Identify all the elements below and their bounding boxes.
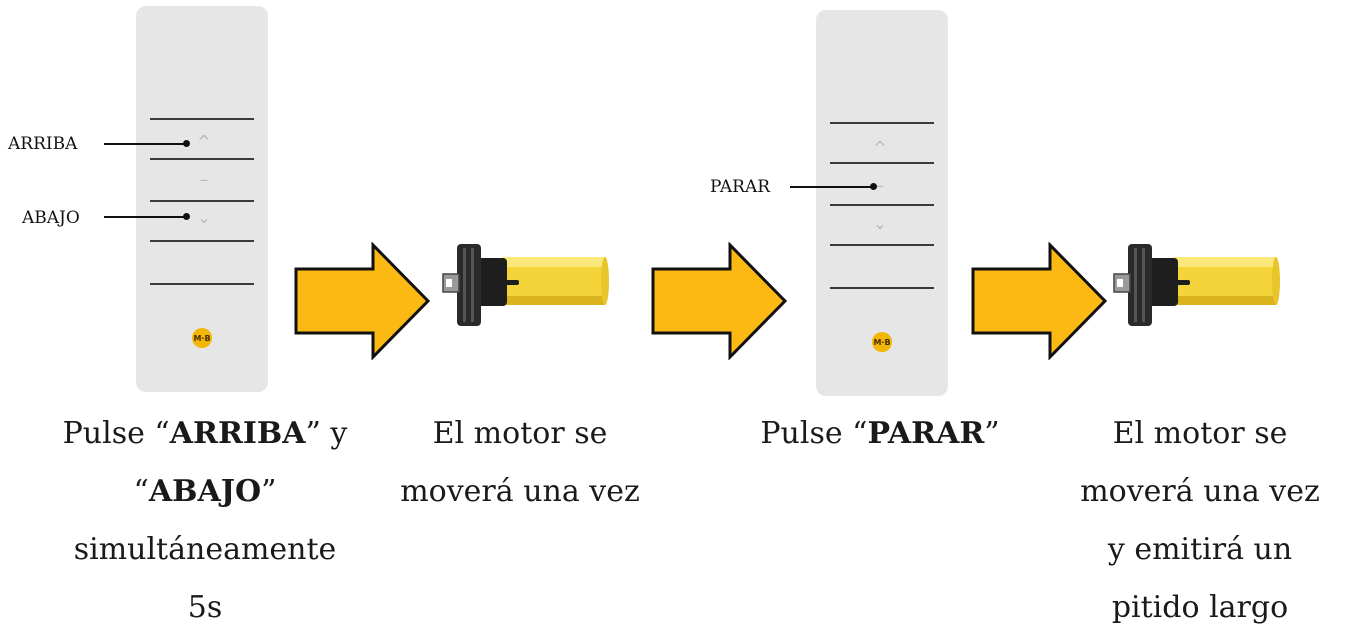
callout-abajo-leader xyxy=(104,216,188,218)
tubular-motor-icon xyxy=(1113,244,1280,326)
divider xyxy=(830,204,934,206)
step-3-caption: Pulse “PARAR” xyxy=(730,405,1030,463)
arrow-right-icon xyxy=(294,242,431,360)
callout-parar-leader xyxy=(790,186,874,188)
callout-abajo-dot xyxy=(183,213,190,220)
step-1-line-1: Pulse “ARRIBA” y xyxy=(62,416,348,451)
step-1-caption: Pulse “ARRIBA” y “ABAJO” simultáneamente… xyxy=(50,405,360,637)
divider xyxy=(150,240,254,242)
step-4-line-4: pitido largo xyxy=(1111,590,1289,625)
step-2-line-1: El motor se xyxy=(432,416,608,451)
step-2-line-2: moverá una vez xyxy=(400,474,640,509)
divider xyxy=(830,244,934,246)
callout-arriba-dot xyxy=(183,140,190,147)
callout-arriba-leader xyxy=(104,143,188,145)
divider xyxy=(150,158,254,160)
arrow-right-icon xyxy=(651,242,788,360)
step-2-caption: El motor se moverá una vez xyxy=(370,405,670,521)
arrow-right-icon xyxy=(971,242,1108,360)
step-1-line-4: 5s xyxy=(187,590,223,625)
divider xyxy=(150,283,254,285)
callout-parar-dot xyxy=(870,183,877,190)
step-4-line-1: El motor se xyxy=(1112,416,1288,451)
divider xyxy=(830,122,934,124)
up-button[interactable]: ^ xyxy=(873,138,887,157)
tubular-motor-icon xyxy=(442,244,609,326)
step-3-line-1: Pulse “PARAR” xyxy=(760,416,1000,451)
up-button[interactable]: ^ xyxy=(197,132,211,151)
step-4-line-3: y emitirá un xyxy=(1107,532,1293,567)
brand-logo: M·B xyxy=(192,328,212,348)
step-4-line-2: moverá una vez xyxy=(1080,474,1320,509)
stop-button[interactable]: – xyxy=(200,170,208,189)
divider xyxy=(830,162,934,164)
brand-logo: M·B xyxy=(872,332,892,352)
callout-parar: PARAR xyxy=(710,177,771,197)
callout-arriba: ARRIBA xyxy=(8,134,78,154)
callout-abajo: ABAJO xyxy=(22,208,80,228)
divider xyxy=(150,200,254,202)
step-1-line-3: simultáneamente xyxy=(73,532,337,567)
step-1-line-2: “ABAJO” xyxy=(133,474,277,509)
down-button[interactable]: ⌄ xyxy=(197,208,211,227)
step-4-caption: El motor se moverá una vez y emitirá un … xyxy=(1055,405,1345,637)
remote-control-2: ^ – ⌄ M·B xyxy=(816,10,948,396)
divider xyxy=(150,118,254,120)
down-button[interactable]: ⌄ xyxy=(873,214,887,233)
divider xyxy=(830,287,934,289)
remote-control-1: ^ – ⌄ M·B xyxy=(136,6,268,392)
stop-button[interactable]: – xyxy=(876,176,884,195)
